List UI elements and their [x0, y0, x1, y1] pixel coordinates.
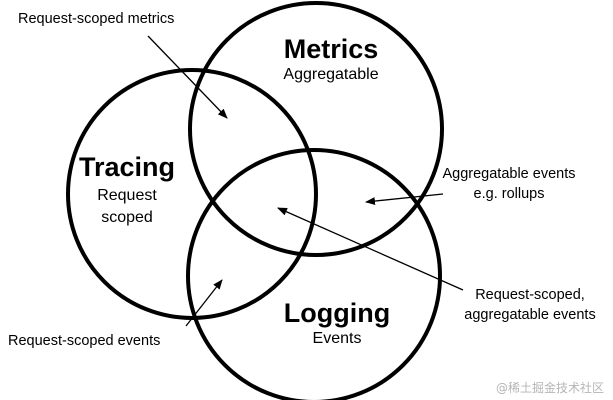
arrow-request-scoped-events: [185, 279, 223, 327]
metrics-title: Metrics: [284, 34, 379, 64]
watermark: @稀土掘金技术社区: [496, 380, 604, 395]
logging-title: Logging: [284, 298, 390, 328]
arrow-request-scoped-aggregatable-events: [277, 207, 464, 291]
annotation-aggregatable-events-line2: e.g. rollups: [474, 186, 545, 202]
tracing-subtitle-line1: Request: [97, 187, 157, 204]
annotation-request-scoped-events: Request-scoped events: [8, 333, 160, 349]
metrics-subtitle: Aggregatable: [283, 66, 378, 83]
tracing-title: Tracing: [79, 152, 175, 182]
metrics-circle: [188, 1, 444, 257]
annotation-request-scoped-metrics: Request-scoped metrics: [18, 11, 174, 27]
logging-circle: [186, 148, 442, 400]
arrow-aggregatable-events: [365, 193, 444, 206]
annotation-aggregatable-events-line1: Aggregatable events: [442, 166, 575, 182]
annotation-request-scoped-aggregatable-line2: aggregatable events: [464, 307, 595, 323]
arrow-request-scoped-metrics: [147, 35, 228, 119]
tracing-subtitle-line2: scoped: [101, 209, 153, 226]
annotation-request-scoped-aggregatable-line1: Request-scoped,: [475, 287, 585, 303]
logging-subtitle: Events: [313, 330, 362, 347]
